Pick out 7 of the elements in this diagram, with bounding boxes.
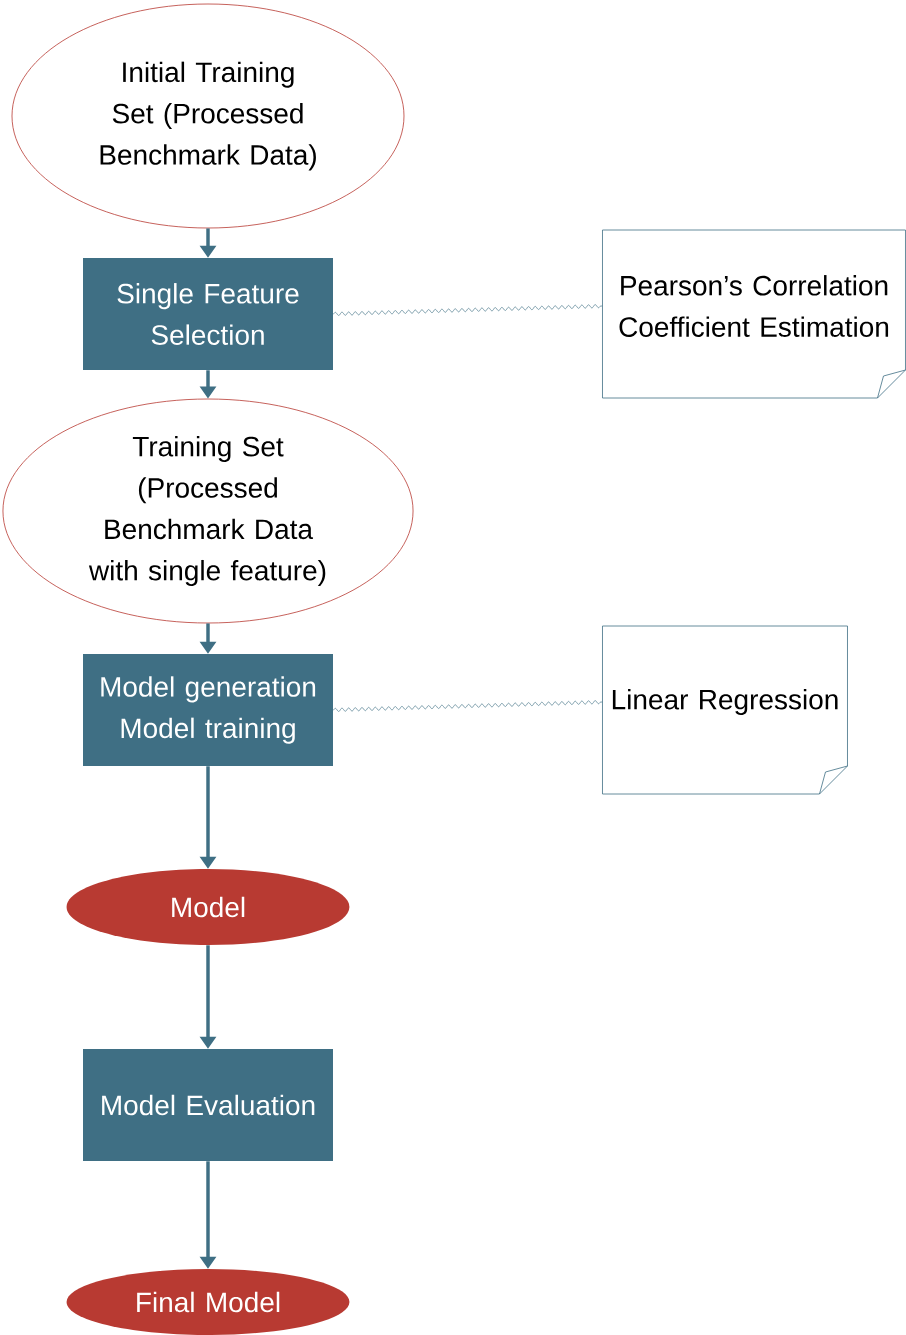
process-box: Model generation Model training (83, 654, 333, 766)
process-box: Model Evaluation (83, 1049, 333, 1161)
note: Linear Regression (602, 625, 848, 795)
note: Pearson’s Correlation Coefficient Estimation (602, 229, 906, 399)
wavy-connector (332, 700, 603, 712)
process-box: Single Feature Selection (83, 258, 333, 370)
wavy-connector (332, 304, 603, 316)
